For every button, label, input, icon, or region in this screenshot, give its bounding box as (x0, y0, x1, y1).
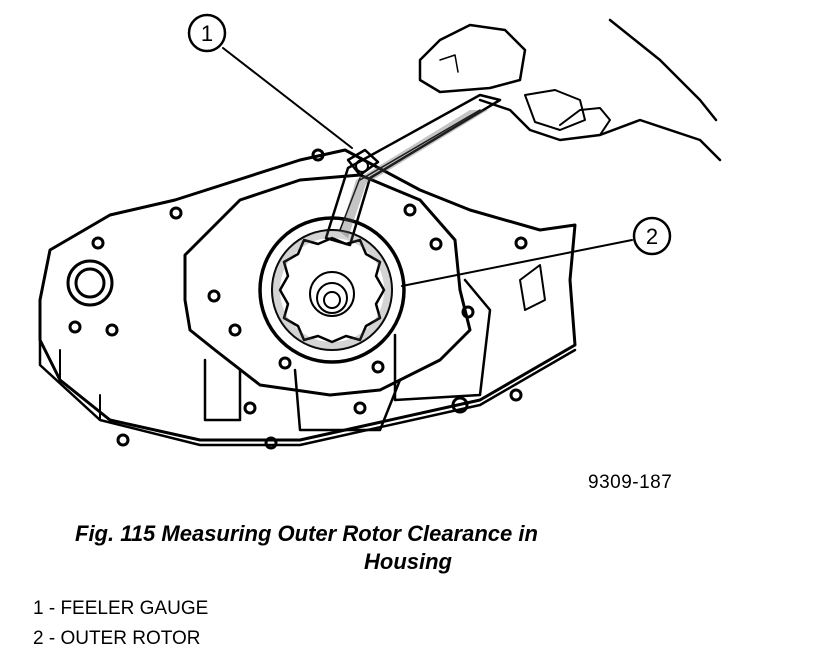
legend-item: 1 - FEELER GAUGE (33, 598, 209, 619)
callout-2-number: 2 (646, 224, 658, 249)
oil-pump-illustration: 1 2 (38, 13, 722, 450)
inner-plate (183, 173, 472, 397)
legend-item: 2 - OUTER ROTOR (33, 628, 201, 649)
caption-line-2: Housing (364, 549, 452, 574)
callout-1-circle (187, 13, 227, 53)
caption-line-1: Fig. 115 Measuring Outer Rotor Clearance… (75, 521, 538, 546)
figure-code: 9309-187 (588, 472, 673, 493)
callout-2-circle (632, 216, 672, 256)
hand (418, 23, 527, 94)
feeler-gauge (324, 93, 502, 247)
legend: 1 - FEELER GAUGE 2 - OUTER ROTOR (33, 594, 208, 654)
housing-outline (38, 148, 577, 442)
inner-rotor (278, 236, 386, 344)
figure-caption: Fig. 115 Measuring Outer Rotor Clearance… (0, 520, 816, 576)
callout-1-leader (222, 47, 353, 149)
callout-1-number: 1 (201, 21, 213, 46)
callout-2-leader (401, 239, 633, 287)
